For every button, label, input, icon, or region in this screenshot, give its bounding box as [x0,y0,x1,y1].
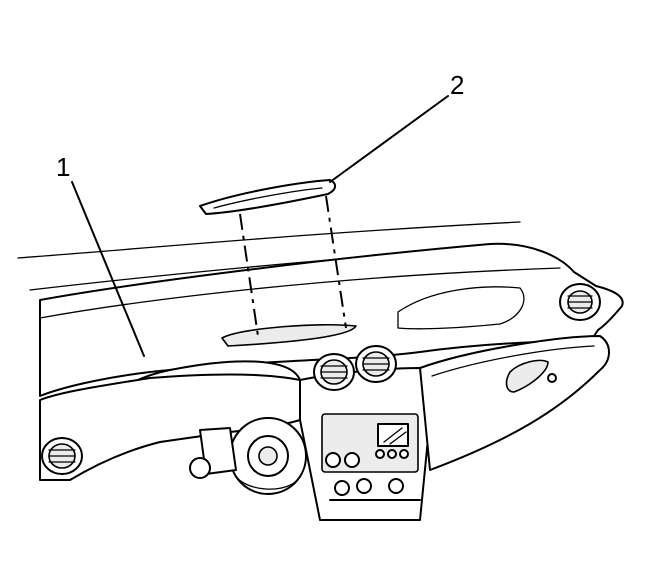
leader-lines [71,95,449,357]
steering-column [189,417,307,495]
leader-line-2 [329,95,449,183]
leader-line-1 [71,181,145,357]
callout-1-label: 1 [56,152,70,182]
glove-box [419,335,610,471]
defroster-opening [221,323,357,347]
installation-guide-lines [239,195,347,337]
panel-cover [199,179,336,215]
callout-2-label: 2 [450,70,464,100]
instrument-panel [39,242,624,521]
air-vents [41,283,601,475]
glove-box-handle [505,359,549,393]
